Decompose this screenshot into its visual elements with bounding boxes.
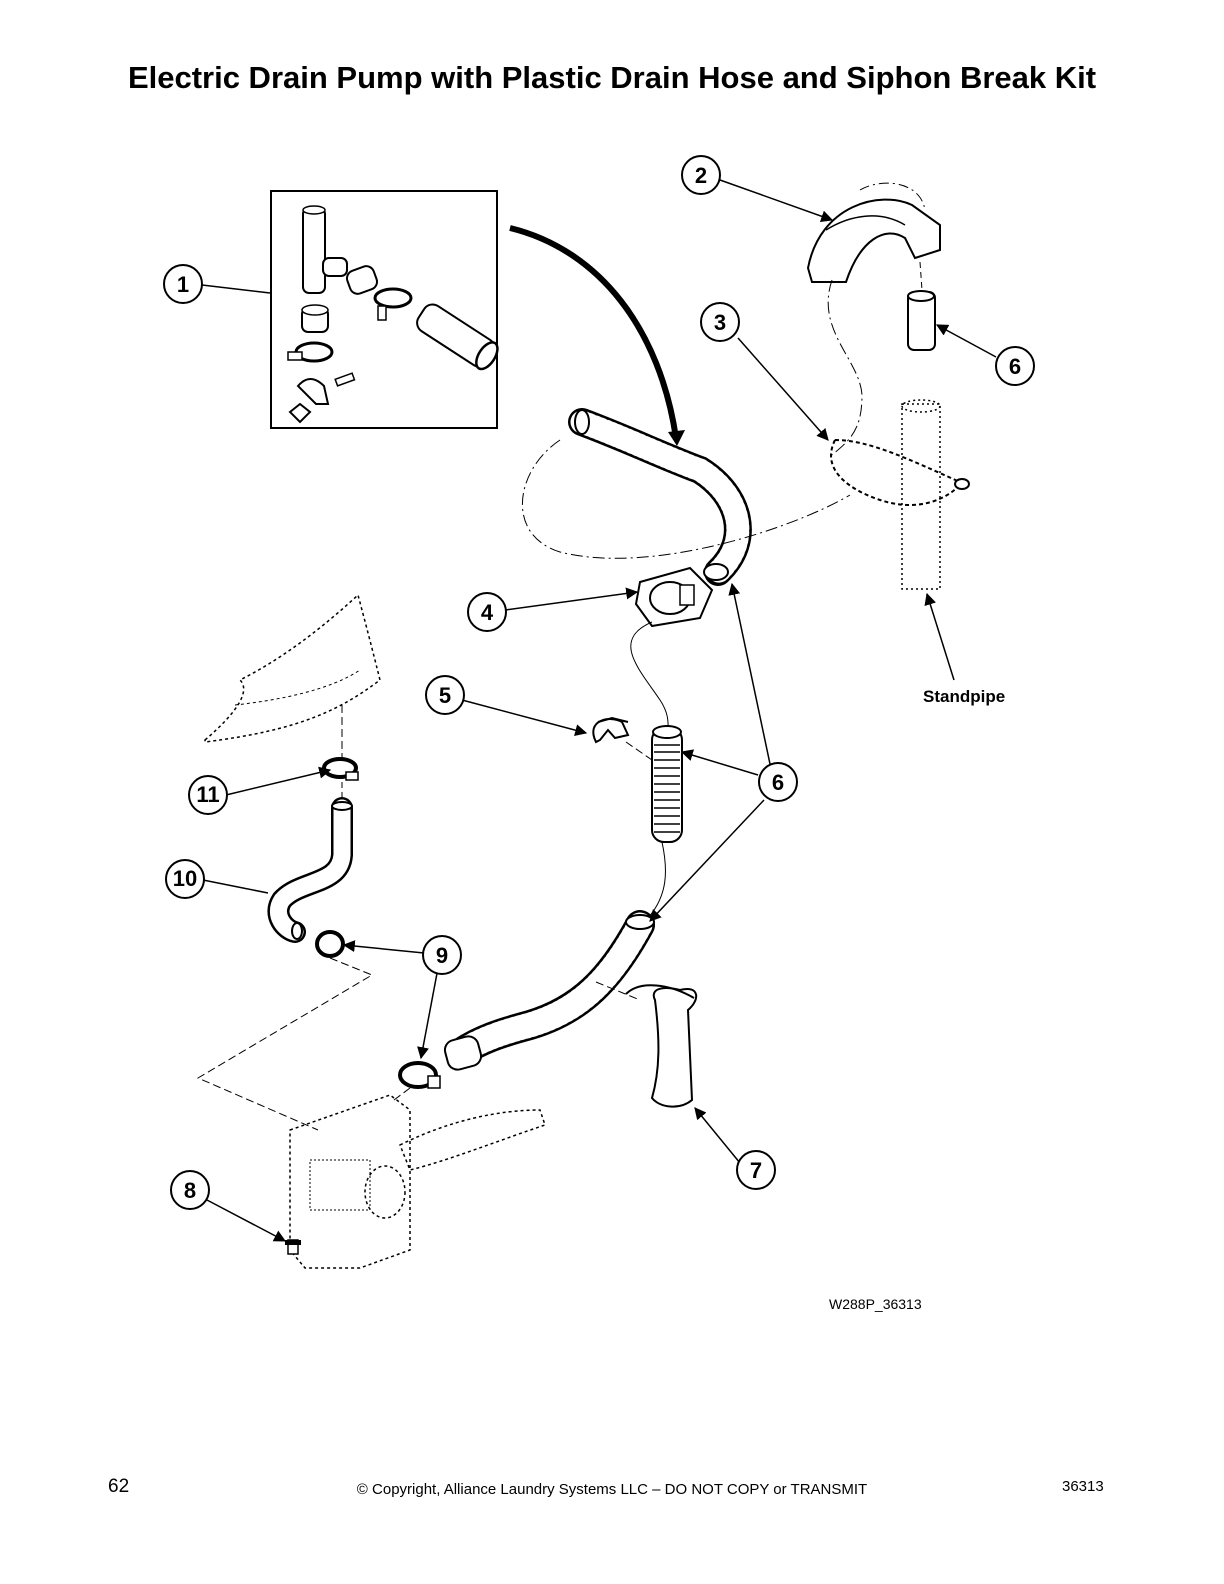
callout-6-upper: 6 (995, 346, 1035, 386)
callout-6-middle: 6 (758, 762, 798, 802)
callout-10: 10 (165, 859, 205, 899)
callout-8: 8 (170, 1170, 210, 1210)
callout-11: 11 (188, 775, 228, 815)
callout-4: 4 (467, 592, 507, 632)
svg-text:10: 10 (173, 866, 197, 891)
standpipe-label: Standpipe (923, 687, 1006, 706)
siphon-break-cap (806, 198, 941, 283)
callout-9: 9 (422, 935, 462, 975)
svg-text:5: 5 (439, 683, 451, 708)
svg-text:3: 3 (714, 310, 726, 335)
copyright-notice: © Copyright, Alliance Laundry Systems LL… (356, 1481, 868, 1498)
svg-text:9: 9 (436, 943, 448, 968)
bead-chain (830, 439, 970, 506)
drain-pump (289, 1094, 546, 1269)
svg-text:6: 6 (772, 770, 784, 795)
lower-drain-hose (443, 910, 655, 1071)
siphon-break-kit-box (270, 190, 499, 429)
middle-drain-hose (651, 725, 683, 843)
hose-clip (592, 716, 630, 744)
hose-guide-bracket (634, 566, 714, 628)
document-number: 36313 (1062, 1478, 1104, 1495)
callout-5: 5 (425, 675, 465, 715)
callout-3: 3 (700, 302, 740, 342)
callout-2: 2 (681, 155, 721, 195)
svg-text:11: 11 (196, 782, 219, 807)
svg-text:1: 1 (177, 272, 189, 297)
upper-drain-hose (568, 408, 752, 586)
callout-1: 1 (163, 264, 203, 304)
tub-section (204, 593, 381, 743)
svg-text:6: 6 (1009, 354, 1021, 379)
curved-arrow (509, 225, 679, 439)
hose-connector-small (907, 290, 936, 351)
pump-screw (285, 1239, 301, 1255)
page-title: Electric Drain Pump with Plastic Drain H… (127, 60, 1097, 95)
standpipe (901, 399, 941, 590)
page-number: 62 (108, 1476, 130, 1497)
callout-7: 7 (736, 1150, 776, 1190)
pump-inlet-hose (267, 797, 353, 943)
leader-lines (201, 179, 997, 1242)
hose-holder (625, 984, 698, 1108)
svg-text:2: 2 (695, 163, 707, 188)
svg-text:8: 8 (184, 1178, 196, 1203)
hose-clamp-lower (315, 930, 441, 1089)
svg-text:7: 7 (750, 1158, 762, 1183)
svg-text:4: 4 (481, 600, 494, 625)
drawing-id: W288P_36313 (829, 1296, 922, 1312)
